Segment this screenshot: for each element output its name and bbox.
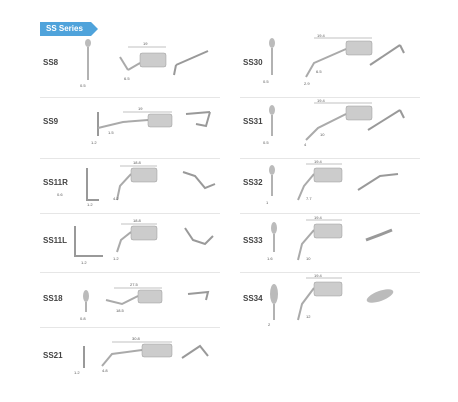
dim-label: 1.2	[113, 256, 119, 261]
dim-label: 19.4	[317, 98, 326, 103]
tip-diagram: 1.2 30.8 4.8	[74, 336, 209, 375]
divider	[40, 158, 220, 159]
dim-label: 18.8	[133, 218, 142, 223]
dim-label: 19	[138, 106, 143, 111]
dim-label: 19.4	[314, 215, 323, 220]
dim-label: 10	[306, 256, 311, 261]
divider	[40, 272, 220, 273]
dim-label: 18.8	[133, 160, 142, 165]
product-code: SS18	[43, 294, 63, 303]
dim-label: 12	[306, 314, 311, 319]
dim-label: 1.2	[91, 140, 97, 145]
divider	[40, 327, 220, 328]
dim-label: 4	[304, 142, 307, 147]
dim-label: 1.6	[267, 256, 273, 261]
dim-label: 2	[268, 322, 271, 327]
dim-label: 19.4	[314, 159, 323, 164]
dim-label: 30.8	[132, 336, 141, 341]
dim-label: 1.2	[81, 260, 87, 265]
dim-label: 19.4	[314, 273, 323, 278]
dim-label: 6.5	[316, 69, 322, 74]
tip-diagram: 0.6 1.2 18.8 4.2	[57, 160, 216, 207]
dim-label: 1.2	[74, 370, 80, 375]
product-code: SS31	[243, 117, 263, 126]
product-code: SS21	[43, 351, 63, 360]
tip-diagram: 0.5 19 6.5	[80, 39, 209, 88]
dim-label: 27.5	[130, 282, 139, 287]
divider	[240, 213, 420, 214]
product-code: SS34	[243, 294, 263, 303]
tip-diagram: 1.6 19.4 10	[267, 215, 393, 261]
product-code: SS8	[43, 58, 59, 67]
dim-label: 1.5	[108, 130, 114, 135]
divider	[240, 272, 420, 273]
dim-label: 4.2	[113, 196, 119, 201]
dim-label: 6.5	[124, 76, 130, 81]
dim-label: 19.4	[317, 33, 326, 38]
dim-label: 1.2	[87, 202, 93, 207]
divider	[240, 97, 420, 98]
tip-diagram: 0.8 27.5 18.5	[80, 282, 210, 321]
product-code: SS11R	[43, 178, 68, 187]
dim-label: 0.6	[57, 192, 63, 197]
tip-diagram: 1.2 18.8 1.2	[74, 218, 214, 265]
product-code: SS32	[243, 178, 263, 187]
tip-diagram: 0.5 19.4 10 4	[263, 98, 405, 147]
dim-label: 0.8	[80, 316, 86, 321]
dim-label: 19	[143, 41, 148, 46]
product-code: SS33	[243, 236, 263, 245]
dim-label: 1	[266, 200, 269, 205]
divider	[40, 97, 220, 98]
dim-label: 0.5	[80, 83, 86, 88]
product-code: SS9	[43, 117, 59, 126]
dim-label: 0.5	[263, 140, 269, 145]
series-badge: SS Series	[40, 22, 98, 36]
tip-diagram: 0.5 19.4 6.5 2.9	[263, 33, 405, 86]
dim-label: 7.7	[306, 196, 312, 201]
tip-diagram: 1.2 19 1.5	[91, 106, 211, 145]
tip-diagram: 1 19.4 7.7	[266, 159, 399, 205]
dim-label: 10	[320, 132, 325, 137]
dim-label: 2.9	[304, 81, 310, 86]
dim-label: 0.5	[263, 79, 269, 84]
divider	[40, 213, 220, 214]
divider	[240, 158, 420, 159]
dim-label: 18.5	[116, 308, 125, 313]
product-code: SS30	[243, 58, 263, 67]
dim-label: 4.8	[102, 368, 108, 373]
product-code: SS11L	[43, 236, 68, 245]
tip-diagram: 2 19.4 12	[268, 273, 394, 327]
